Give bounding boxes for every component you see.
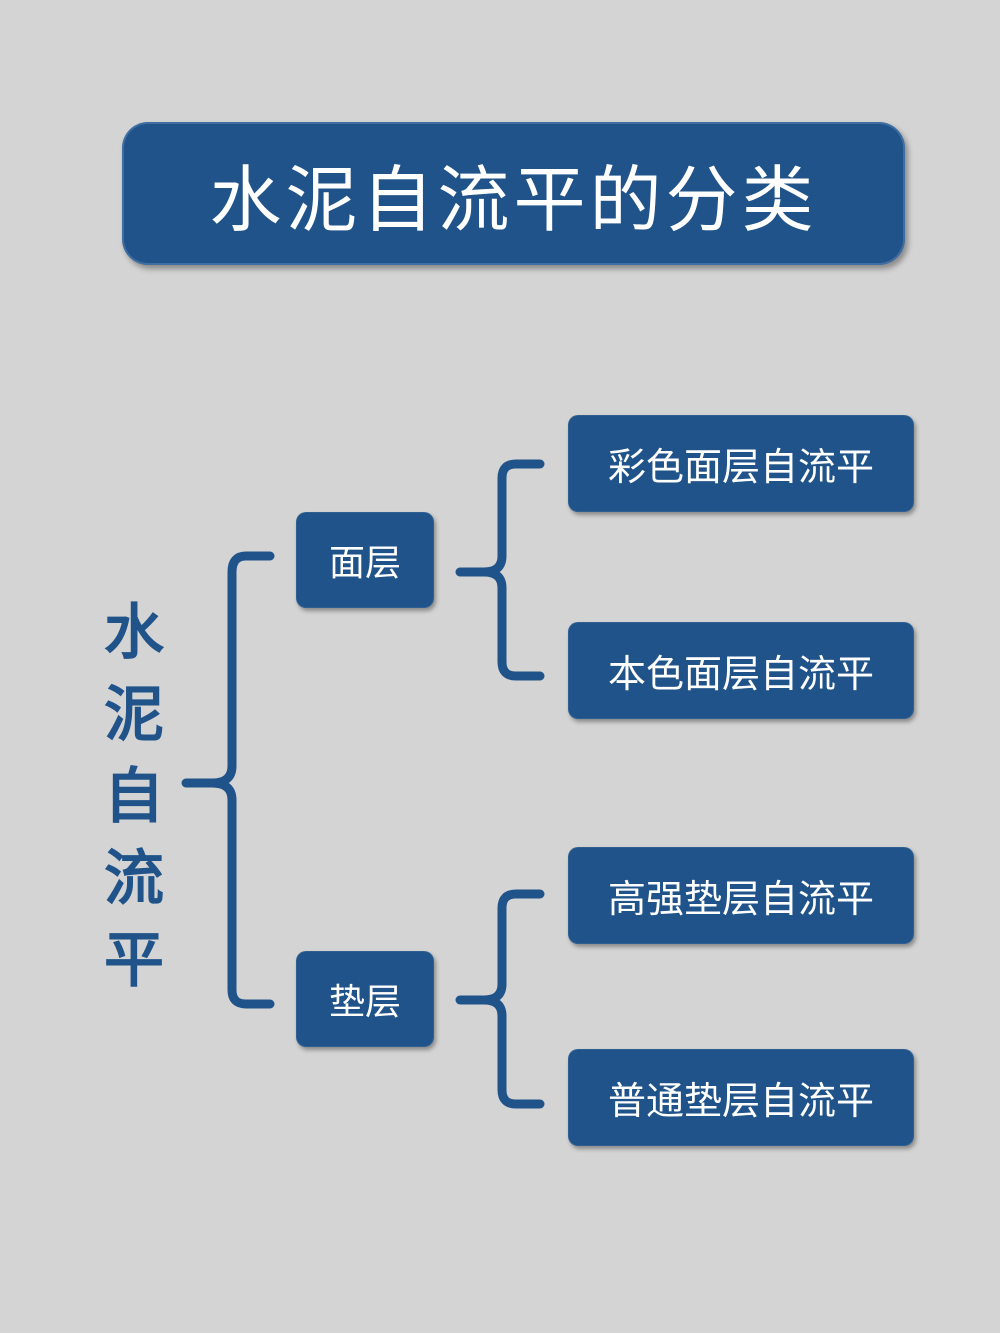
diagram-title: 水泥自流平的分类 bbox=[122, 122, 905, 265]
root-node-label: 水 泥 自 流 平 bbox=[96, 592, 172, 1002]
root-char: 平 bbox=[104, 926, 164, 996]
root-char: 自 bbox=[104, 762, 164, 832]
branch-brace-dianceng bbox=[455, 889, 545, 1109]
branch-brace-mianceng bbox=[455, 459, 545, 681]
leaf-node: 普通垫层自流平 bbox=[568, 1049, 914, 1146]
leaf-node: 高强垫层自流平 bbox=[568, 847, 914, 944]
root-brace bbox=[181, 551, 275, 1009]
branch-node-dianceng: 垫层 bbox=[296, 951, 434, 1047]
root-char: 流 bbox=[104, 844, 164, 914]
leaf-node: 彩色面层自流平 bbox=[568, 415, 914, 512]
leaf-node: 本色面层自流平 bbox=[568, 622, 914, 719]
root-char: 泥 bbox=[104, 680, 164, 750]
root-char: 水 bbox=[104, 598, 164, 668]
branch-node-mianceng: 面层 bbox=[296, 512, 434, 608]
